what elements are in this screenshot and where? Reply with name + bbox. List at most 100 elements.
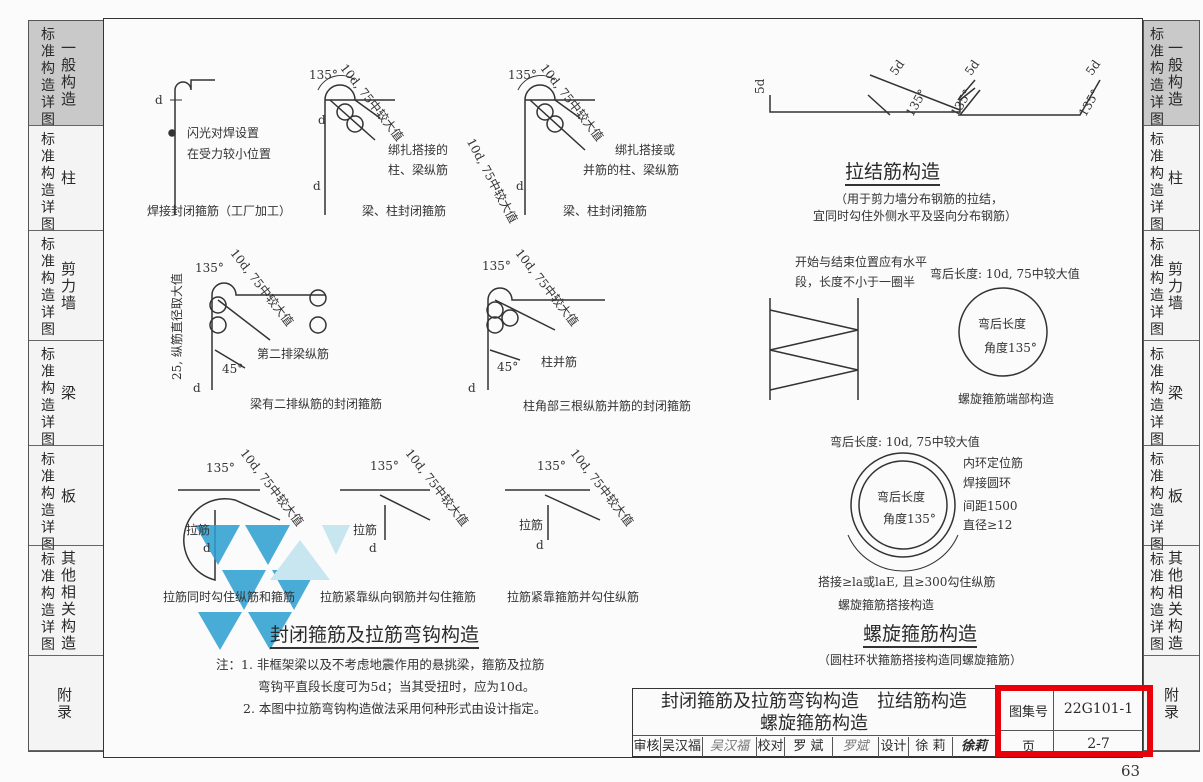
drawing-label: 绑扎搭接的 — [388, 143, 449, 157]
drawing-label: 45° — [497, 360, 519, 374]
drawing-label: d — [193, 381, 201, 395]
nav-tab-6[interactable]: 附录 — [1144, 656, 1199, 751]
page-code: 2-7 — [1087, 736, 1110, 752]
drawing-title-line2: 螺旋箍筋构造 — [760, 713, 868, 734]
nav-tab-label: 板 — [61, 486, 77, 505]
designer-signature: 徐莉 — [953, 737, 996, 757]
nav-tab-1[interactable]: 标准构造详图柱 — [29, 126, 103, 233]
drawing-label: 段，长度不小于一圈半 — [795, 275, 916, 289]
nav-tab-4[interactable]: 标准构造详图板 — [29, 446, 103, 553]
two-row-hoop-drawing — [209, 282, 327, 390]
nav-tab-4[interactable]: 标准构造详图板 — [1144, 446, 1199, 553]
drawing-label: 拉筋紧靠箍筋并勾住纵筋 — [507, 590, 640, 604]
drawing-label: 135° — [482, 259, 511, 273]
drawing-label: 在受力较小位置 — [187, 147, 272, 161]
drawing-label: 焊接封闭箍筋（工厂加工） — [147, 204, 292, 218]
drawing-label: 梁、柱封闭箍筋 — [362, 204, 447, 218]
nav-tab-label: 柱 — [1168, 169, 1184, 187]
nav-tab-prefix: 标准构造详图 — [41, 132, 55, 233]
drawing-label: 5d — [753, 78, 767, 94]
atlas-number: 22G101-1 — [1063, 701, 1134, 717]
drawing-label: 拉筋紧靠纵向钢筋并勾住箍筋 — [320, 590, 477, 604]
page-number: 63 — [1121, 762, 1141, 780]
three-bundle-hoop-drawing — [486, 287, 605, 390]
left-nav: 标准构造详图一般构造标准构造详图柱标准构造详图剪力墙标准构造详图梁标准构造详图板… — [28, 20, 104, 752]
hoop-title: 封闭箍筋及拉筋弯钩构造 — [270, 623, 480, 649]
welded-hoop-drawing — [168, 79, 215, 215]
nav-tab-label: 附录 — [1164, 685, 1180, 721]
nav-tab-label: 板 — [1168, 486, 1184, 505]
drawing-label: 绑扎搭接或 — [615, 143, 676, 157]
tied-hoop-drawing — [317, 75, 395, 215]
nav-tab-prefix: 标准构造详图 — [1150, 132, 1164, 233]
drawing-label: 间距1500 — [963, 499, 1018, 513]
nav-tab-label: 附录 — [57, 685, 73, 721]
drawing-label: 内环定位筋 — [963, 456, 1024, 470]
nav-tab-prefix: 标准构造详图 — [1150, 27, 1164, 128]
drawing-label: 45° — [222, 362, 244, 376]
nav-tab-prefix: 标准构造详图 — [41, 452, 55, 553]
drawing-label: 角度135° — [883, 512, 936, 526]
nav-tab-prefix: 标准构造详图 — [1150, 347, 1164, 448]
nav-tab-label: 其他相关构造 — [1168, 549, 1184, 652]
spiral-end-drawing — [769, 287, 1048, 400]
drawing-label: d — [203, 541, 211, 555]
nav-tab-6[interactable]: 附录 — [29, 656, 103, 751]
drawing-label: 柱、梁纵筋 — [388, 163, 449, 177]
drawing-label: （圆柱环状箍筋搭接构造同螺旋箍筋） — [818, 653, 1023, 667]
nav-tab-label: 其他相关构造 — [61, 549, 77, 652]
atlas-label: 图集号 — [1008, 705, 1048, 720]
nav-tab-prefix: 标准构造详图 — [1150, 237, 1164, 338]
reviewer-name: 吴汉福 — [661, 737, 703, 757]
note-1: 注：1. 非框架梁以及不考虑地震作用的悬挑梁，箍筋及拉筋 — [216, 657, 545, 672]
drawing-label: d — [318, 113, 326, 127]
drawing-label: 开始与结束位置应有水平 — [795, 255, 928, 269]
nav-tab-0[interactable]: 标准构造详图一般构造 — [29, 21, 103, 128]
nav-tab-2[interactable]: 标准构造详图剪力墙 — [29, 231, 103, 341]
designer-name: 徐 莉 — [909, 737, 953, 757]
drawing-title-line1: 封闭箍筋及拉筋弯钩构造 拉结筋构造 — [661, 691, 967, 712]
nav-tab-3[interactable]: 标准构造详图梁 — [1144, 341, 1199, 448]
drawing-label: 拉筋同时勾住纵筋和箍筋 — [163, 590, 296, 604]
drawing-label: 弯后长度 — [877, 490, 926, 504]
nav-tab-3[interactable]: 标准构造详图梁 — [29, 341, 103, 448]
nav-tab-label: 柱 — [61, 169, 77, 187]
drawing-label: 拉筋 — [353, 523, 378, 537]
nav-tab-prefix: 标准构造详图 — [1150, 452, 1164, 553]
lashing-title: 拉结筋构造 — [845, 160, 941, 186]
nav-tab-5[interactable]: 标准构造详图其他相关构造 — [1144, 546, 1199, 656]
nav-tab-prefix: 标准构造详图 — [1150, 552, 1164, 653]
drawing-label: 弯后长度: 10d, 75中较大值 — [830, 435, 980, 449]
drawing-label: d — [369, 541, 377, 555]
note-2: 2. 本图中拉筋弯钩构造做法采用何种形式由设计指定。 — [243, 701, 547, 716]
drawing-label: 135° — [537, 459, 566, 473]
drawing-label: 并筋的柱、梁纵筋 — [583, 163, 680, 177]
nav-tab-prefix: 标准构造详图 — [41, 347, 55, 448]
drawing-label: d — [155, 93, 163, 107]
drawing-label: 螺旋箍筋端部构造 — [958, 392, 1055, 406]
drawing-label: 135° — [370, 459, 399, 473]
drawing-label: d — [536, 538, 544, 552]
nav-tab-prefix: 标准构造详图 — [41, 552, 55, 653]
drawing-label: 弯后长度 — [978, 317, 1027, 331]
nav-tab-0[interactable]: 标准构造详图一般构造 — [1144, 21, 1199, 128]
review-label: 审核 — [633, 737, 661, 757]
drawing-label: 宜同时勾住外侧水平及竖向分布钢筋） — [813, 209, 1018, 223]
nav-tab-5[interactable]: 标准构造详图其他相关构造 — [29, 546, 103, 656]
drawing-label: 135° — [195, 261, 224, 275]
nav-tab-1[interactable]: 标准构造详图柱 — [1144, 126, 1199, 233]
reviewer-signature: 吴汉福 — [703, 737, 757, 757]
drawing-label: 梁、柱封闭箍筋 — [563, 204, 648, 218]
spiral-title: 螺旋箍筋构造 — [863, 622, 978, 648]
drawing-frame — [103, 18, 1143, 758]
nav-tab-prefix: 标准构造详图 — [41, 237, 55, 338]
drawing-label: 柱并筋 — [541, 355, 578, 369]
nav-tab-2[interactable]: 标准构造详图剪力墙 — [1144, 231, 1199, 341]
drawing-label: 25, 纵筋直径取大值 — [170, 273, 184, 380]
drawing-label: 135° — [309, 68, 338, 82]
drawing-label: 螺旋箍筋搭接构造 — [838, 598, 935, 612]
note-1-cont: 弯钩平直段长度可为5d；当其受扭时，应为10d。 — [258, 679, 536, 694]
title-block: 封闭箍筋及拉筋弯钩构造 拉结筋构造 螺旋箍筋构造 审核 吴汉福 吴汉福 校对 罗… — [632, 688, 1144, 757]
drawing-label: 第二排梁纵筋 — [257, 347, 330, 361]
